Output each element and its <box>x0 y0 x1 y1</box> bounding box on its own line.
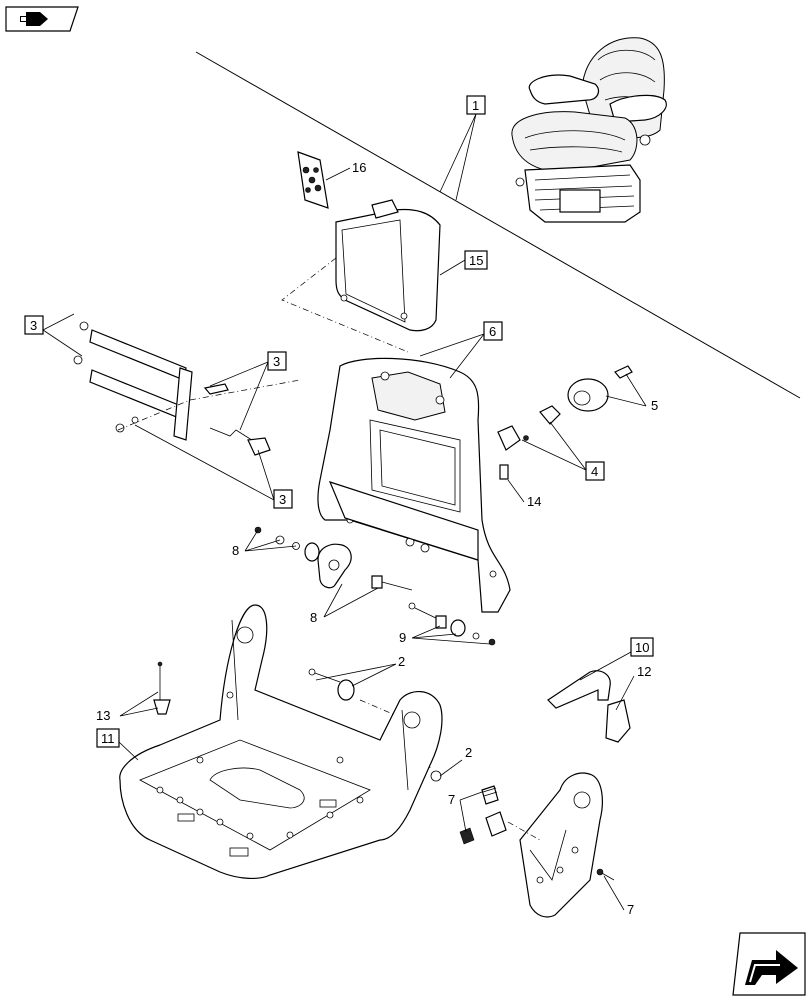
recline-mechanism-illustration <box>497 405 561 451</box>
side-bracket-illustration <box>519 772 603 918</box>
callout-5: 5 <box>651 398 658 413</box>
callout-13: 13 <box>96 708 110 723</box>
callout-8a: 8 <box>232 543 239 558</box>
control-panel-illustration <box>297 151 329 209</box>
callout-box-3b <box>267 351 287 371</box>
adjustment-knob-illustration <box>567 365 633 412</box>
spring-clip-illustration <box>459 785 615 881</box>
callout-2a: 2 <box>398 654 405 669</box>
bushing-illustration <box>308 668 442 782</box>
callout-15: 15 <box>469 253 483 268</box>
next-page-arrow-icon[interactable] <box>732 932 806 996</box>
callout-1: 1 <box>472 98 479 113</box>
section-divider-line <box>195 51 801 399</box>
callout-4: 4 <box>591 464 598 479</box>
callout-3c: 3 <box>279 492 286 507</box>
locating-pin-illustration <box>153 661 171 715</box>
callout-7a: 7 <box>448 792 455 807</box>
callout-box-6 <box>483 321 503 341</box>
backrest-frame-illustration <box>317 357 511 613</box>
callout-6: 6 <box>489 324 496 339</box>
callout-16: 16 <box>352 160 366 175</box>
callout-7b: 7 <box>627 902 634 917</box>
back-cover-illustration <box>335 199 441 332</box>
callout-3a: 3 <box>30 318 37 333</box>
handle-lever-illustration <box>547 670 631 743</box>
callout-box-3a <box>24 315 44 335</box>
clip-illustration <box>499 464 509 480</box>
spring-and-washers-illustration <box>254 526 413 591</box>
callout-box-4 <box>585 461 605 481</box>
callout-box-11 <box>96 728 120 748</box>
seat-base-frame-illustration <box>119 604 443 879</box>
callout-11: 11 <box>101 731 115 746</box>
callout-3b: 3 <box>273 354 280 369</box>
callout-12: 12 <box>637 664 651 679</box>
callout-14: 14 <box>527 494 541 509</box>
callout-9: 9 <box>399 630 406 645</box>
page-navigation-icon[interactable] <box>5 6 79 32</box>
callout-2b: 2 <box>465 745 472 760</box>
callout-box-10 <box>630 637 654 657</box>
callout-8b: 8 <box>310 610 317 625</box>
callout-10: 10 <box>635 640 649 655</box>
complete-seat-illustration <box>511 37 667 223</box>
pivot-bolt-set-illustration <box>408 602 496 646</box>
lever-rails-illustration <box>73 321 271 456</box>
